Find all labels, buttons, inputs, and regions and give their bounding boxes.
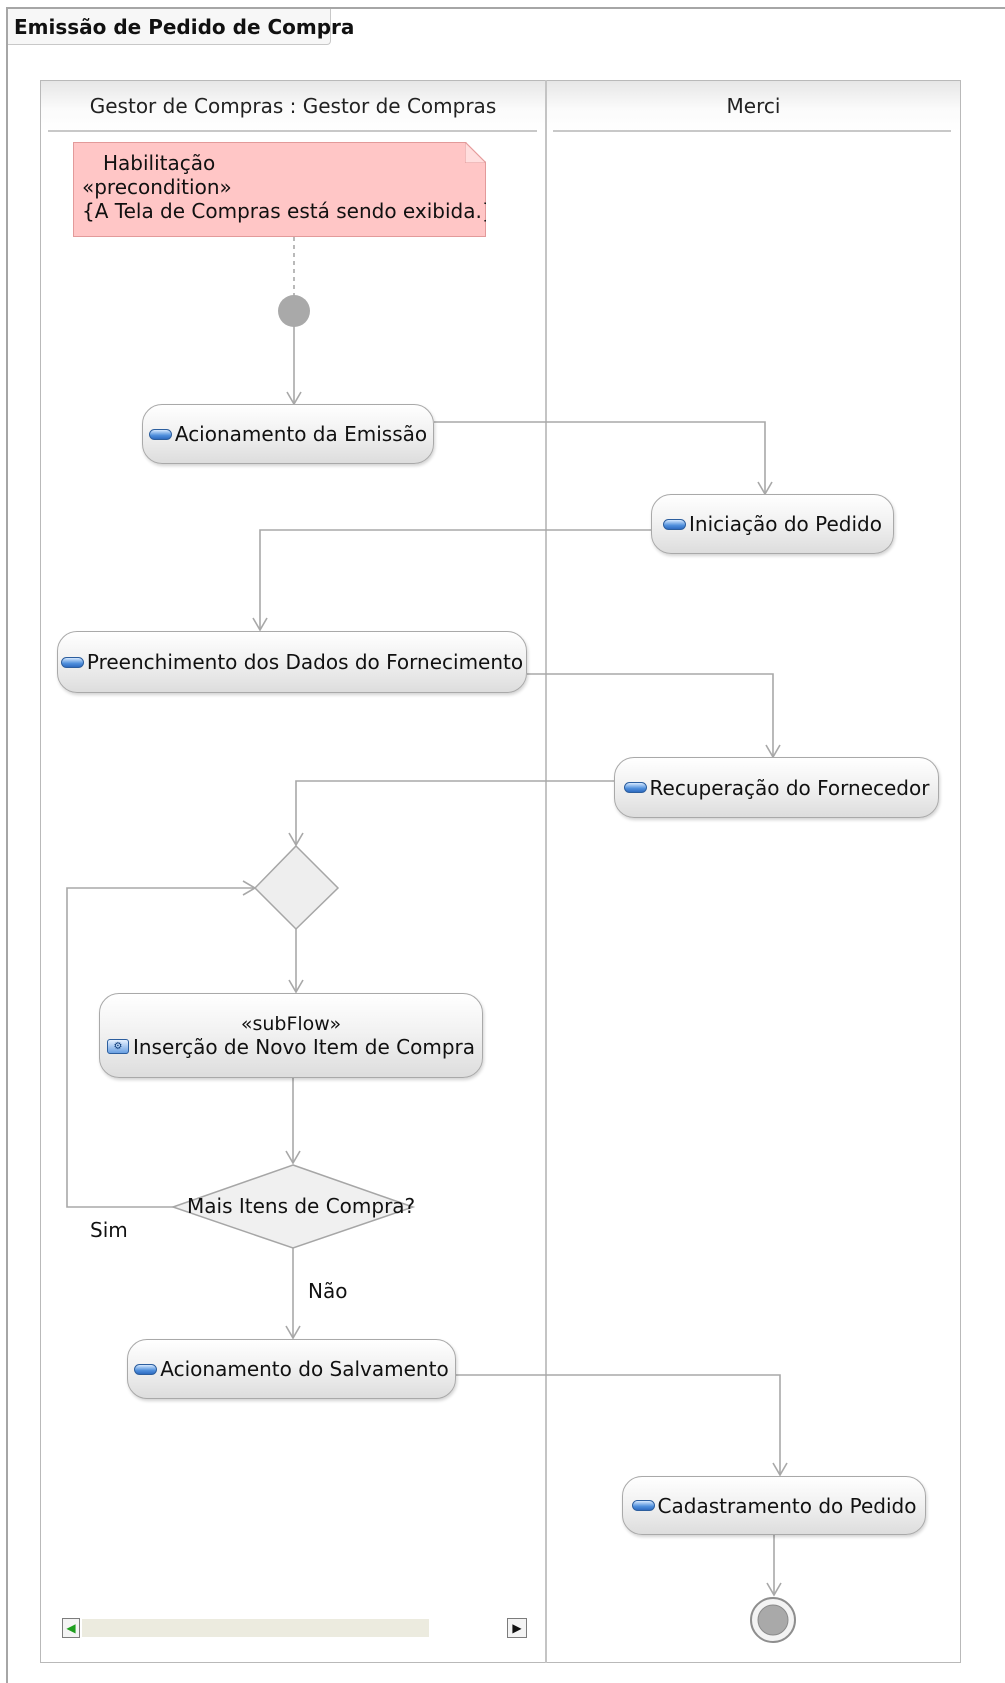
diagram-frame-left	[6, 7, 8, 1683]
decision-node	[170, 1164, 416, 1249]
edge-decision-sim-loop	[66, 887, 255, 1208]
guard-sim: Sim	[90, 1218, 128, 1242]
action-label: Preenchimento dos Dados do Fornecimento	[86, 650, 524, 674]
edge-salvamento-to-cadastramento	[456, 1374, 781, 1475]
note-fold-corner	[465, 142, 486, 163]
merge-node	[253, 844, 340, 931]
action-pill-icon	[60, 656, 84, 668]
lane-header-merci: Merci	[547, 81, 960, 132]
subflow-row: ⚙ Inserção de Novo Item de Compra	[106, 1034, 475, 1059]
action-pill-icon	[663, 518, 687, 530]
arrowhead	[285, 1150, 301, 1165]
horizontal-scrollbar[interactable]: ◀ ▶	[62, 1618, 529, 1640]
lane-header-gestor: Gestor de Compras : Gestor de Compras	[41, 81, 545, 132]
scroll-right-arrow-icon[interactable]: ▶	[507, 1618, 527, 1638]
edge-emissao-to-iniciacao	[434, 421, 766, 494]
arrowhead	[766, 1582, 782, 1597]
action-label: Recuperação do Fornecedor	[649, 775, 930, 800]
diagram-title: Emissão de Pedido de Compra	[14, 15, 355, 39]
lane-title-gestor: Gestor de Compras : Gestor de Compras	[89, 94, 497, 118]
subflow-icon: ⚙	[106, 1039, 129, 1054]
action-pill-icon	[134, 1363, 158, 1375]
action-label: Acionamento do Salvamento	[160, 1357, 449, 1381]
edge-recuperacao-to-merge	[295, 780, 614, 845]
subflow-insercao-item[interactable]: «subFlow» ⚙ Inserção de Novo Item de Com…	[99, 993, 483, 1078]
lane-title-merci: Merci	[726, 94, 781, 118]
action-label: Iniciação do Pedido	[689, 512, 882, 536]
scrollbar-track[interactable]	[82, 1619, 429, 1637]
note-condition: {A Tela de Compras está sendo exibida.}	[82, 199, 495, 223]
note-name: Habilitação	[103, 151, 216, 175]
final-node-core	[757, 1604, 789, 1636]
action-pill-icon	[631, 1500, 655, 1511]
action-pill-icon	[148, 428, 172, 440]
action-recuperacao-fornecedor[interactable]: Recuperação do Fornecedor	[614, 757, 939, 818]
initial-node	[278, 295, 310, 327]
lane-divider	[545, 80, 547, 1663]
edge-preenchimento-to-recuperacao	[527, 673, 774, 757]
scroll-left-arrow-icon[interactable]: ◀	[62, 1618, 80, 1638]
arrowhead	[772, 1462, 788, 1477]
arrowhead	[252, 617, 268, 632]
arrowhead	[288, 979, 304, 994]
action-iniciacao-pedido[interactable]: Iniciação do Pedido	[651, 494, 894, 554]
arrowhead	[285, 1325, 301, 1340]
action-pill-icon	[623, 782, 647, 793]
lane-header-underline-gestor	[48, 130, 537, 132]
action-acionamento-salvamento[interactable]: Acionamento do Salvamento	[127, 1339, 456, 1399]
action-cadastramento-pedido[interactable]: Cadastramento do Pedido	[622, 1476, 926, 1535]
diagram-frame-top	[6, 7, 1005, 9]
edge-iniciacao-to-preenchimento	[259, 529, 651, 630]
precondition-note: Habilitação «precondition» {A Tela de Co…	[73, 142, 486, 237]
swimlane-pool	[40, 80, 961, 1663]
action-preenchimento-dados[interactable]: Preenchimento dos Dados do Fornecimento	[57, 631, 527, 693]
action-label: Cadastramento do Pedido	[657, 1493, 917, 1518]
subflow-label: Inserção de Novo Item de Compra	[132, 1034, 475, 1059]
subflow-stereotype: «subFlow»	[240, 1012, 342, 1035]
diagram-title-tab: Emissão de Pedido de Compra	[8, 9, 354, 45]
action-label: Acionamento da Emissão	[174, 422, 428, 446]
note-stereotype: «precondition»	[82, 175, 232, 199]
action-acionamento-emissao[interactable]: Acionamento da Emissão	[142, 404, 434, 464]
guard-nao: Não	[308, 1279, 348, 1303]
lane-header-underline-merci	[553, 130, 951, 132]
decision-question: Mais Itens de Compra?	[187, 1194, 416, 1218]
